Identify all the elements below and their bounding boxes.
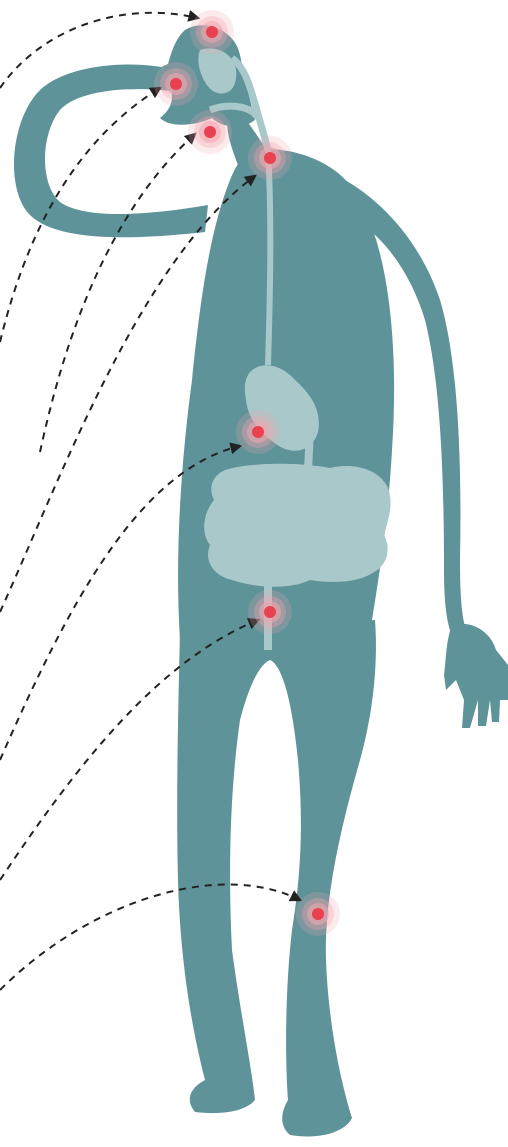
- marker-intestine-end: [248, 590, 292, 634]
- legs: [177, 620, 376, 1136]
- esophagus: [268, 150, 270, 365]
- intestines: [204, 464, 390, 587]
- hand: [444, 624, 508, 728]
- red-dot-icon: [252, 426, 264, 438]
- red-dot-icon: [170, 78, 182, 90]
- marker-crown: [190, 10, 234, 54]
- marker-mouth: [188, 110, 232, 154]
- marker-throat: [248, 136, 292, 180]
- arrow-to-mouth: [40, 134, 195, 452]
- red-dot-icon: [206, 26, 218, 38]
- marker-knee: [296, 892, 340, 936]
- red-dot-icon: [204, 126, 216, 138]
- marker-nose: [154, 62, 198, 106]
- red-dot-icon: [264, 606, 276, 618]
- duodenum: [308, 430, 310, 470]
- arrow-to-knee: [0, 884, 300, 990]
- red-dot-icon: [264, 152, 276, 164]
- red-dot-icon: [312, 908, 324, 920]
- marker-stomach: [236, 410, 280, 454]
